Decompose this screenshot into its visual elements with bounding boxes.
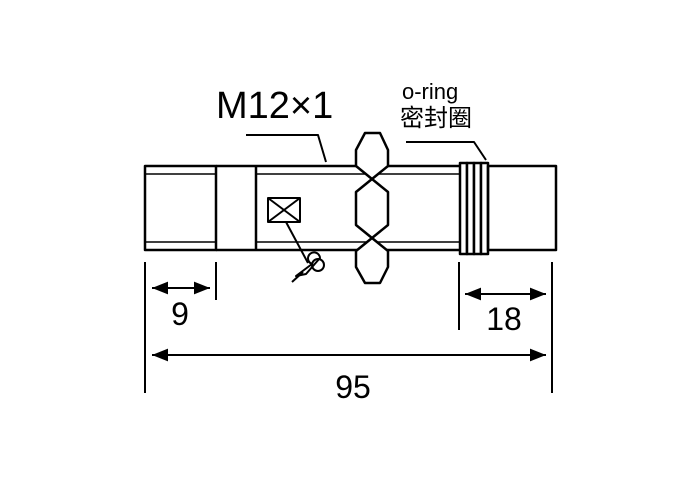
dimension-left-value: 9 bbox=[171, 296, 189, 332]
thread-leader bbox=[246, 134, 327, 163]
oring-leader bbox=[406, 141, 487, 161]
left-end-cap bbox=[143, 164, 218, 252]
dimension-total-value: 95 bbox=[335, 369, 371, 405]
wrench-icon bbox=[285, 221, 325, 283]
dimension-right-value: 18 bbox=[486, 301, 522, 337]
threaded-body bbox=[216, 164, 460, 252]
right-end-cap bbox=[486, 164, 558, 252]
dimension-right bbox=[458, 262, 553, 393]
led-indicator-icon bbox=[267, 197, 301, 223]
oring-label-cn: 密封圈 bbox=[400, 105, 472, 132]
dimension-left bbox=[144, 262, 217, 393]
thread-spec-label: M12×1 bbox=[216, 85, 333, 127]
hex-nut bbox=[354, 131, 390, 285]
oring-label-en: o-ring bbox=[402, 79, 458, 104]
o-ring bbox=[458, 161, 490, 256]
